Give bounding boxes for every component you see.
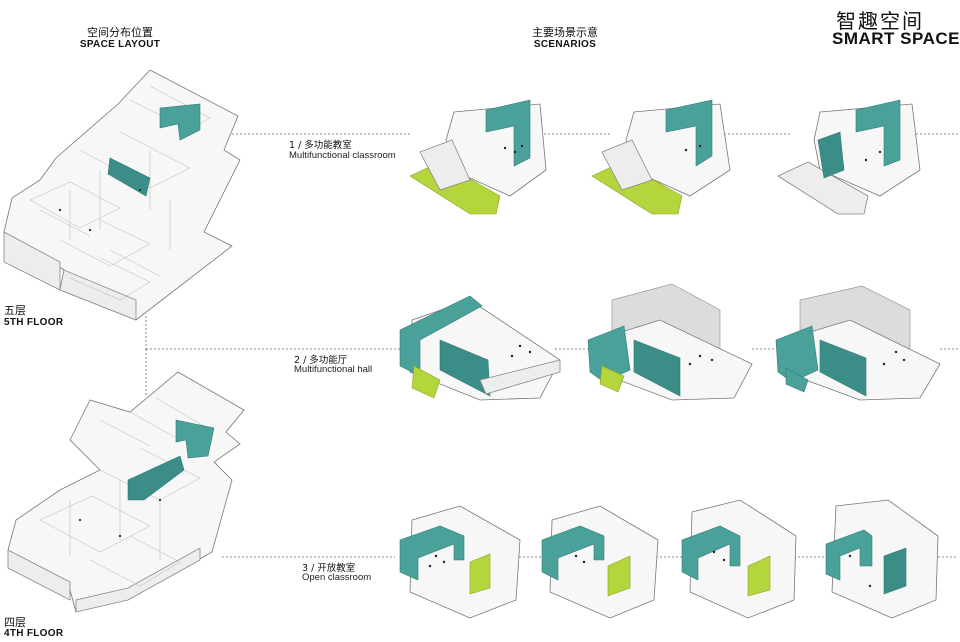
space-layout-title-zh: 空间分布位置 <box>87 26 153 39</box>
row-1-label-zh: 1 / 多功能教室 <box>289 140 352 151</box>
row-1-label-en: Multifunctional classroom <box>289 150 396 161</box>
floor-5-highlight-room <box>159 103 201 141</box>
floor-5-plan <box>3 69 241 321</box>
open-classroom-green-panel <box>469 553 491 595</box>
brand-title-en: SMART SPACE <box>832 29 960 48</box>
hall-wall-teal-dark <box>633 339 681 397</box>
space-layout-title-en: SPACE LAYOUT <box>79 39 161 50</box>
open-classroom-wall-teal <box>825 529 873 581</box>
brand-title-zh: 智趣空间 <box>836 9 924 33</box>
open-classroom-green-panel <box>607 555 631 597</box>
floor-4-highlight-room <box>175 419 215 459</box>
row-2-label-zh: 2 / 多功能厅 <box>294 355 348 366</box>
hall-wall-teal-b <box>785 367 809 393</box>
open-classroom-wall-teal-dark <box>883 547 907 595</box>
hall-wall-teal <box>399 295 483 377</box>
classroom-wall-teal <box>665 99 713 167</box>
scenario-3-3 <box>681 499 797 619</box>
row-3-label-zh: 3 / 开放教室 <box>302 563 356 574</box>
hall-wall-teal-dark <box>439 339 491 397</box>
scenario-2-3 <box>775 285 941 401</box>
floor-5-highlight-corridor <box>107 157 151 197</box>
people-figures <box>58 144 906 588</box>
floor-4-label-zh: 四层 <box>4 616 26 629</box>
classroom-wall-teal <box>485 99 531 167</box>
hall-wall-teal-dark <box>819 339 867 397</box>
open-classroom-wall-teal <box>399 525 465 581</box>
open-classroom-wall-teal <box>541 525 605 581</box>
hall-green-panel <box>411 365 441 399</box>
hall-green-panel <box>599 365 625 393</box>
floor-4-label-en: 4TH FLOOR <box>4 628 64 639</box>
floor-4-plan <box>7 371 245 613</box>
floor-5-label-en: 5TH FLOOR <box>4 317 64 328</box>
scenario-1-1 <box>409 99 547 215</box>
scenarios-title-zh: 主要场景示意 <box>532 26 598 39</box>
scenarios-title-en: SCENARIOS <box>533 39 597 50</box>
open-classroom-green-panel <box>747 555 771 597</box>
scenario-3-2 <box>541 505 659 619</box>
floor-5-label-zh: 五层 <box>4 304 26 317</box>
scenario-1-2 <box>591 99 731 215</box>
row-3-label-en: Open classroom <box>302 572 372 583</box>
classroom-wall-teal <box>855 99 901 167</box>
scenario-3-1 <box>399 505 521 619</box>
scenario-2-2 <box>587 283 753 401</box>
scenario-3-4 <box>825 499 939 619</box>
scenario-2-1 <box>399 295 561 401</box>
floor-4-highlight-corridor <box>127 455 185 501</box>
scenario-1-3 <box>777 99 921 215</box>
classroom-wall-teal-dark <box>817 131 845 179</box>
row-2-label-en: Multifunctional hall <box>294 364 373 375</box>
open-classroom-wall-teal <box>681 525 741 581</box>
